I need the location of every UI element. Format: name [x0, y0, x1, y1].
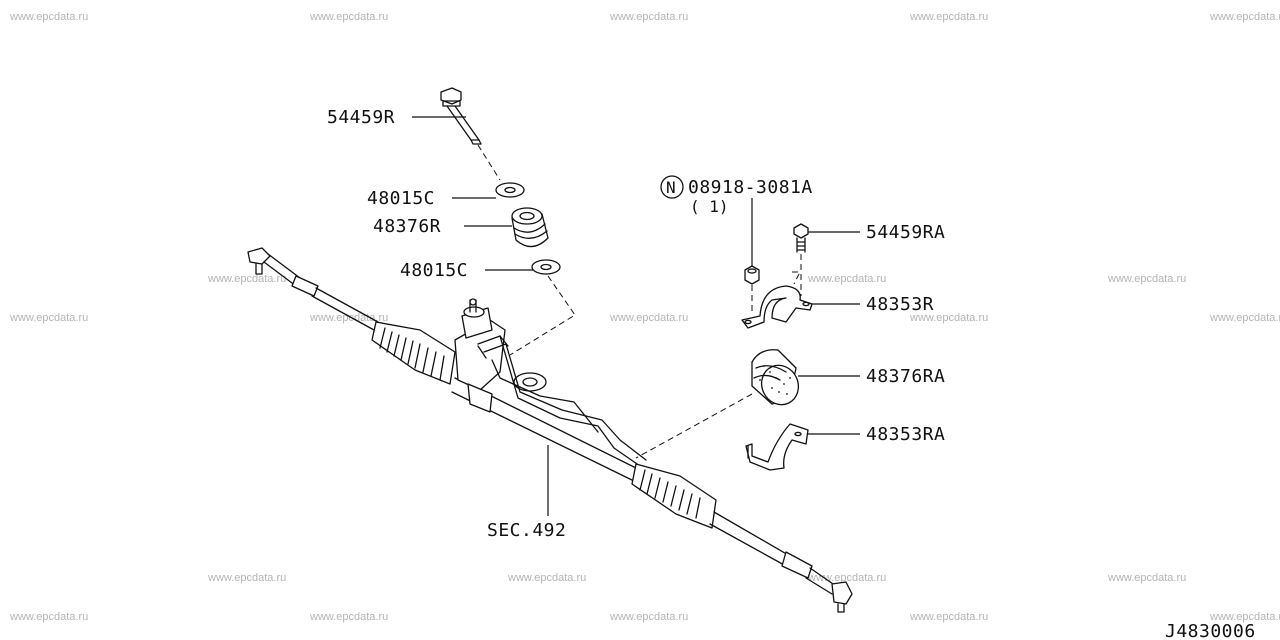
- watermark: www.epcdata.ru: [909, 611, 988, 623]
- watermark: www.epcdata.ru: [1107, 273, 1186, 285]
- watermark: www.epcdata.ru: [309, 611, 388, 623]
- bushing-right: [635, 349, 800, 459]
- watermark: www.epcdata.ru: [507, 572, 586, 584]
- watermark: www.epcdata.ru: [609, 611, 688, 623]
- watermark: www.epcdata.ru: [1209, 611, 1280, 623]
- label-nut-qty: ( 1): [690, 197, 729, 216]
- label-nut-code: 08918-3081A: [688, 177, 813, 198]
- watermark: www.epcdata.ru: [1209, 11, 1280, 23]
- label-clamp-lower: 48353RA: [866, 424, 945, 445]
- watermark: www.epcdata.ru: [807, 572, 886, 584]
- label-washer-lower: 48015C: [400, 260, 468, 281]
- watermark: www.epcdata.ru: [609, 312, 688, 324]
- watermark: www.epcdata.ru: [909, 11, 988, 23]
- watermark: www.epcdata.ru: [1209, 312, 1280, 324]
- watermark: www.epcdata.ru: [9, 312, 88, 324]
- label-bushing-upper: 48376R: [373, 216, 441, 237]
- watermark: www.epcdata.ru: [807, 273, 886, 285]
- nut-symbol-letter: N: [666, 178, 676, 197]
- label-section-ref: SEC.492: [487, 520, 566, 541]
- watermark: www.epcdata.ru: [9, 611, 88, 623]
- label-bolt-upper: 54459R: [327, 107, 395, 128]
- washer-lower: [509, 259, 576, 356]
- nut: [744, 265, 760, 312]
- steering-rack: [247, 247, 853, 613]
- watermark: www.epcdata.ru: [909, 312, 988, 324]
- label-bolt-right: 54459RA: [866, 222, 945, 243]
- washer-upper: [495, 182, 525, 198]
- nut-symbol: N: [660, 175, 684, 199]
- clamp-lower: [745, 423, 809, 471]
- clamp-upper: [741, 285, 813, 329]
- watermark: www.epcdata.ru: [609, 11, 688, 23]
- watermark: www.epcdata.ru: [309, 11, 388, 23]
- bushing-upper: [511, 207, 549, 248]
- watermark: www.epcdata.ru: [309, 312, 388, 324]
- diagram-id: J4830006: [1165, 621, 1256, 640]
- label-bushing-right: 48376RA: [866, 366, 945, 387]
- watermark: www.epcdata.ru: [207, 572, 286, 584]
- watermark: www.epcdata.ru: [1107, 572, 1186, 584]
- bolt-right: [792, 223, 809, 296]
- label-clamp-upper: 48353R: [866, 294, 934, 315]
- watermark: www.epcdata.ru: [9, 11, 88, 23]
- watermark-layer: www.epcdata.ru www.epcdata.ru www.epcdat…: [9, 11, 1280, 623]
- bolt-upper: [440, 87, 501, 181]
- watermark: www.epcdata.ru: [207, 273, 286, 285]
- label-washer-upper: 48015C: [367, 188, 435, 209]
